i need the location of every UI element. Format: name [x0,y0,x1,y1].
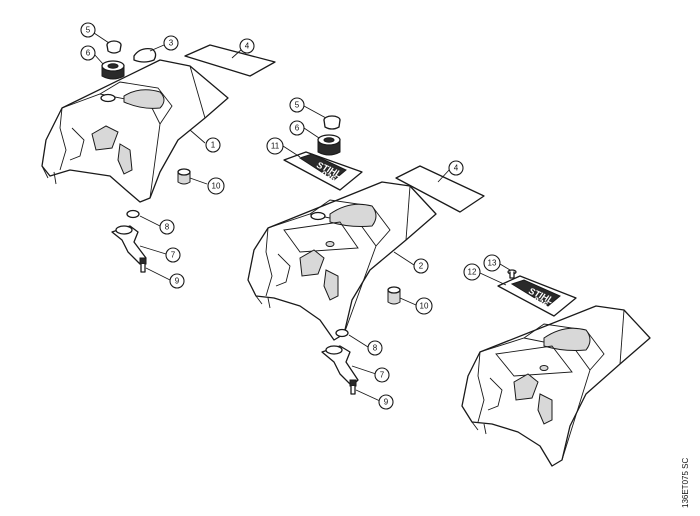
callout-4a: 4 [239,38,255,54]
callout-3a: 3 [163,35,179,51]
svg-text:5: 5 [86,26,91,35]
callouts: 5 3 4 6 1 10 8 7 9 5 6 11 4 2 10 8 7 9 1… [80,22,501,410]
callout-12: 12 [463,263,481,281]
shroud-assembled-c [461,305,651,467]
drawing-code-label: 136ET075 SC [681,458,690,508]
svg-text:8: 8 [373,344,378,353]
shroud-2 [247,181,437,341]
callout-7a: 7 [165,247,181,263]
svg-text:12: 12 [468,268,477,277]
plug-3a [133,48,157,63]
callout-8a: 8 [159,219,175,235]
svg-text:6: 6 [86,49,91,58]
plate-4a [184,44,276,77]
svg-text:8: 8 [165,223,170,232]
cap-5b [323,115,341,130]
svg-text:13: 13 [488,259,497,268]
svg-text:4: 4 [245,42,250,51]
bracket-7b [321,345,359,387]
grommet-6b [317,134,341,156]
svg-text:6: 6 [295,124,300,133]
screw-13c [507,269,517,279]
screw-9b [349,379,357,395]
callout-7b: 7 [374,367,390,383]
callout-10b: 10 [415,297,433,315]
shroud-assembly-c: STIHL 036 [461,269,651,467]
callout-5b: 5 [289,97,305,113]
svg-text:3: 3 [169,39,174,48]
svg-text:2: 2 [419,262,424,271]
leader-lines [93,32,511,402]
callout-4b: 4 [448,160,464,176]
svg-text:4: 4 [454,164,459,173]
plate-4b [395,165,485,213]
svg-text:9: 9 [384,398,389,407]
svg-text:11: 11 [271,142,280,151]
svg-text:7: 7 [171,251,176,260]
callout-10a: 10 [207,177,225,195]
shroud-assembly-b: STIHL 036 [247,115,485,395]
svg-text:10: 10 [420,302,429,311]
callout-11: 11 [266,137,284,155]
svg-text:1: 1 [211,141,216,150]
cap-5a [106,40,122,54]
callout-9b: 9 [378,394,394,410]
svg-text:9: 9 [175,277,180,286]
stihl-plate-11: STIHL 036 [283,151,363,191]
shroud-1 [41,59,229,203]
svg-text:5: 5 [295,101,300,110]
callout-2: 2 [413,258,429,274]
callout-5a: 5 [80,22,96,38]
damper-10b [387,286,401,305]
grommet-6a [101,60,125,80]
svg-text:10: 10 [212,182,221,191]
callout-6b: 6 [289,120,305,136]
callout-9a: 9 [169,273,185,289]
damper-10a [177,168,191,185]
callout-13: 13 [483,254,501,272]
callout-1: 1 [205,137,221,153]
o-ring-8a [126,209,140,219]
stihl-plate-12: STIHL 036 [497,275,577,317]
callout-8b: 8 [367,340,383,356]
screw-9a [139,257,147,273]
shroud-assembly-a [41,40,276,273]
o-ring-8b [335,328,349,338]
svg-text:7: 7 [380,371,385,380]
callout-6a: 6 [80,45,96,61]
